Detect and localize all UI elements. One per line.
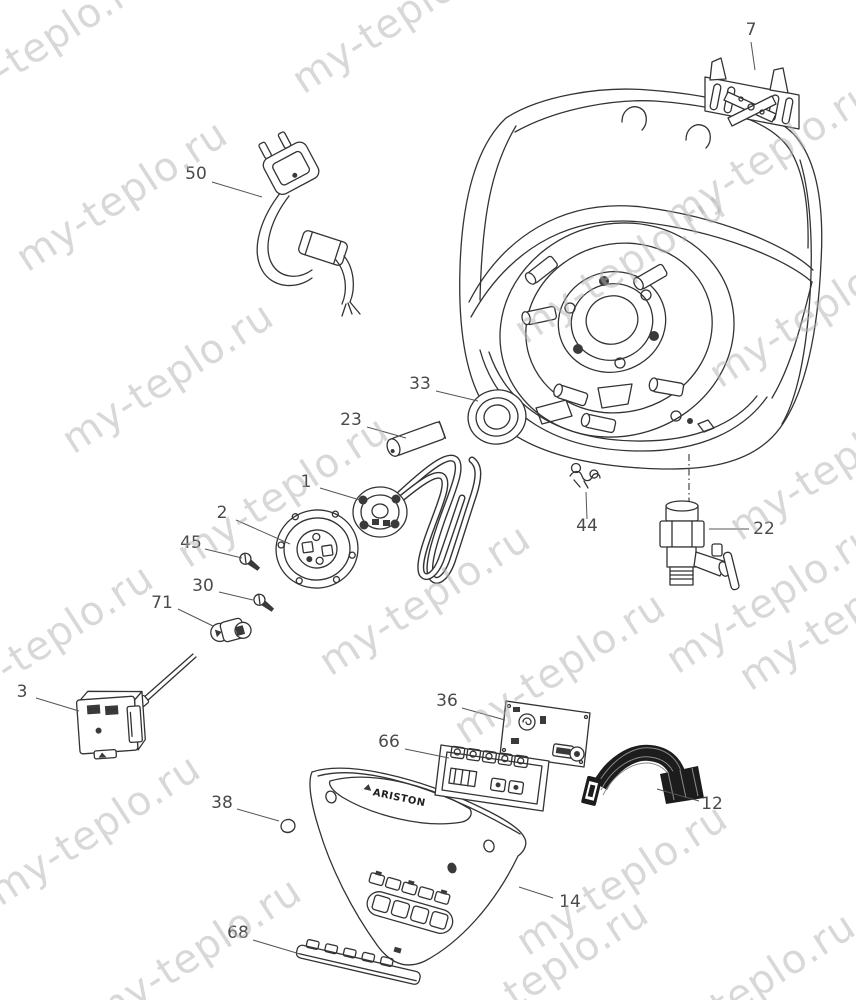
wall-mounting-bracket-drawing <box>704 57 800 130</box>
part-label-36: 36 <box>436 691 458 711</box>
heating-element-drawing <box>388 454 482 584</box>
pipe-fitting-drawing <box>210 617 252 643</box>
part-label-30: 30 <box>192 576 214 596</box>
tank-body-drawing <box>459 88 823 502</box>
part-label-45: 45 <box>180 533 202 553</box>
button-strip-drawing <box>295 938 421 985</box>
sealing-ring-drawing <box>467 389 527 445</box>
safety-valve-drawing <box>659 500 740 591</box>
part-label-44: 44 <box>576 516 598 536</box>
front-cover-drawing: ARISTON <box>309 767 527 966</box>
part-label-23: 23 <box>340 410 362 430</box>
screw-45-drawing <box>239 552 261 571</box>
part-label-71: 71 <box>151 593 173 613</box>
screw-30-drawing <box>253 593 275 612</box>
control-panel-board-drawing <box>434 744 550 812</box>
thermostat-drawing <box>75 653 197 760</box>
anode-rod-drawing <box>386 420 447 457</box>
power-cord-drawing <box>256 131 361 317</box>
circuit-board-drawing <box>499 700 591 768</box>
flat-cable-drawing <box>581 744 704 806</box>
part-label-3: 3 <box>17 682 28 702</box>
cover-plug-drawing <box>280 818 296 834</box>
heating-element-flange-drawing <box>352 486 408 538</box>
part-label-1: 1 <box>301 472 312 492</box>
part-label-7: 7 <box>746 20 757 40</box>
retaining-clip-drawing <box>569 462 601 489</box>
part-label-14: 14 <box>559 892 581 912</box>
part-label-68: 68 <box>227 923 249 943</box>
part-label-2: 2 <box>217 503 228 523</box>
part-label-33: 33 <box>409 374 431 394</box>
part-label-50: 50 <box>185 164 207 184</box>
part-label-22: 22 <box>753 519 775 539</box>
part-labels: 7 50 33 23 1 2 45 30 71 3 44 22 36 66 38… <box>17 20 775 943</box>
part-label-66: 66 <box>378 732 400 752</box>
leader-lines <box>35 41 756 955</box>
part-label-38: 38 <box>211 793 233 813</box>
part-label-12: 12 <box>701 794 723 814</box>
flange-plate-drawing <box>275 509 359 589</box>
